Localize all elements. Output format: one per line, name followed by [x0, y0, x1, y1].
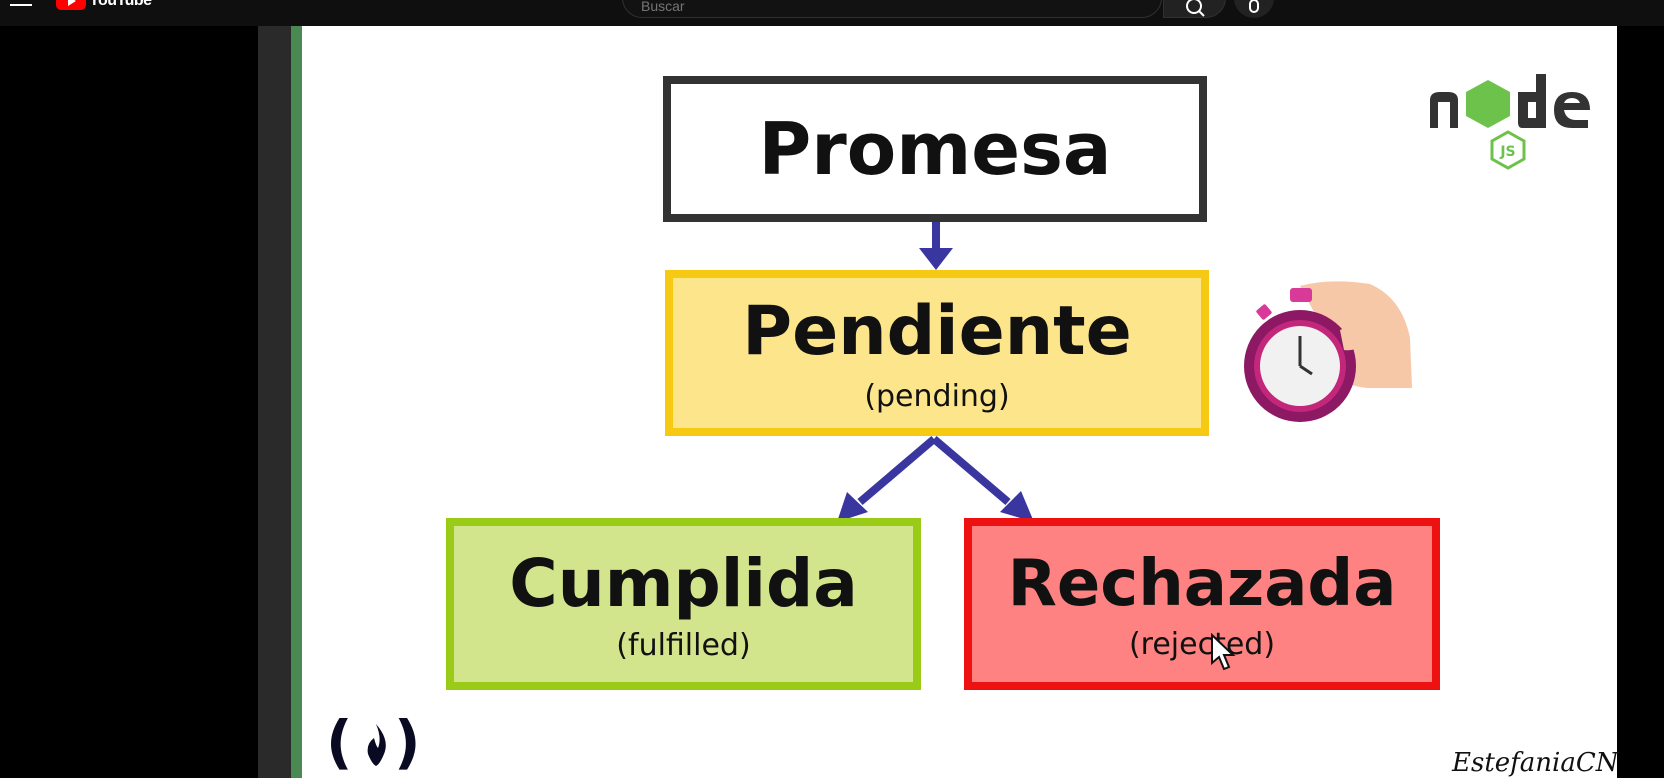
logo-text: YouTube — [89, 0, 152, 9]
search-button[interactable] — [1163, 0, 1226, 18]
fulfilled-title: Cumplida — [509, 545, 858, 622]
arrow-to-rejected — [931, 435, 1034, 522]
svg-text:(: ( — [326, 708, 353, 776]
rejected-box: Rechazada (rejected) — [964, 518, 1440, 690]
rejected-subtitle: (rejected) — [1128, 626, 1276, 662]
fulfilled-subtitle: (fulfilled) — [616, 628, 751, 663]
search-icon — [1186, 0, 1205, 17]
mouse-cursor-icon — [1211, 633, 1236, 671]
slide-accent-bar — [291, 26, 302, 778]
youtube-logo[interactable]: YouTube — [56, 0, 152, 10]
nodejs-logo: JS — [1430, 74, 1590, 170]
promise-title: Promesa — [758, 107, 1112, 191]
menu-icon[interactable] — [10, 0, 32, 10]
voice-search-button[interactable] — [1234, 0, 1274, 18]
freecodecamp-logo: ( ) — [326, 708, 421, 776]
promise-box: Promesa — [663, 76, 1207, 222]
youtube-play-icon — [56, 0, 86, 10]
youtube-topbar: YouTube — [0, 0, 1664, 26]
pending-box: Pendiente (pending) — [665, 270, 1209, 436]
video-left-strip — [258, 26, 291, 778]
arrow-to-pending — [919, 222, 953, 270]
microphone-icon — [1249, 0, 1259, 13]
pending-title: Pendiente — [742, 292, 1132, 371]
pending-subtitle: (pending) — [864, 379, 1010, 414]
search-box — [622, 0, 1162, 18]
fulfilled-box: Cumplida (fulfilled) — [446, 518, 921, 690]
author-signature: EstefaniaCN — [1452, 748, 1619, 778]
svg-text:JS: JS — [1499, 144, 1515, 160]
stopwatch-hand-image — [1244, 281, 1412, 422]
flow-arrows — [837, 222, 1034, 522]
search-input[interactable] — [639, 0, 1123, 15]
arrow-to-fulfilled — [837, 435, 937, 522]
svg-text:): ) — [394, 708, 421, 776]
rejected-title: Rechazada — [1007, 546, 1397, 621]
video-slide[interactable]: Promesa Pendiente (pending) Cumplida (fu… — [302, 26, 1619, 778]
